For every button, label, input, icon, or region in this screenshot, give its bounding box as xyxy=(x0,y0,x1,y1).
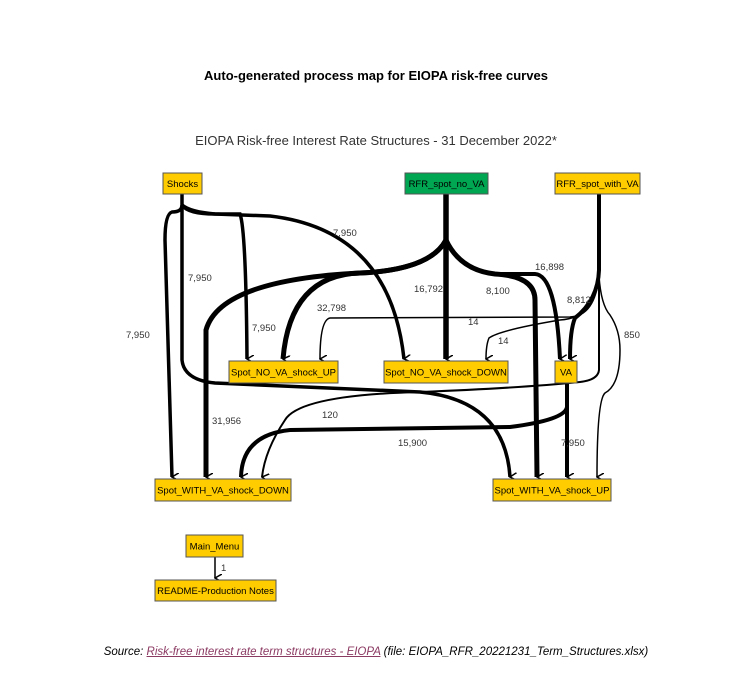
edge-shocks-to-with_va_down xyxy=(163,194,184,477)
edge-label: 16,792 xyxy=(414,284,443,295)
node-no-va-up[interactable]: Spot_NO_VA_shock_UP xyxy=(228,360,339,384)
node-label: Spot_NO_VA_shock_UP xyxy=(231,368,336,379)
edge-label: 14 xyxy=(468,317,479,328)
edge-rfr_with_va-to-with_va_up xyxy=(597,275,621,477)
node-rfr-no-va[interactable]: RFR_spot_no_VA xyxy=(404,172,489,195)
diagram-subtitle: EIOPA Risk-free Interest Rate Structures… xyxy=(195,133,557,148)
edge-label: 7,950 xyxy=(561,438,585,449)
edge-label: 120 xyxy=(322,410,338,421)
node-box xyxy=(383,360,509,384)
edge-label: 31,956 xyxy=(212,416,241,427)
node-box xyxy=(404,172,489,195)
node-readme[interactable]: README-Production Notes xyxy=(154,579,277,602)
edge-rfr_with_va-to-no_va_down xyxy=(486,275,600,359)
node-label: Main_Menu xyxy=(190,542,240,553)
edge-label: 15,900 xyxy=(398,438,427,449)
node-label: Shocks xyxy=(167,179,198,190)
node-no-va-down[interactable]: Spot_NO_VA_shock_DOWN xyxy=(383,360,509,384)
edge-label: 7,950 xyxy=(252,323,276,334)
node-box xyxy=(228,360,339,384)
node-box xyxy=(154,579,277,602)
edge-label: 7,950 xyxy=(126,330,150,341)
node-label: RFR_spot_with_VA xyxy=(556,179,639,190)
edge-label: 1 xyxy=(221,563,226,574)
edge-label: 14 xyxy=(498,336,509,347)
edge-va-to-with_va_down xyxy=(239,383,569,477)
edge-rfr_with_va-to-with_va_down xyxy=(262,276,600,477)
edge-shocks-to-no_va_down xyxy=(180,203,404,359)
edge-rfr_no_va-to-va xyxy=(444,239,560,359)
node-rfr-with-va[interactable]: RFR_spot_with_VA xyxy=(554,172,641,195)
page-title: Auto-generated process map for EIOPA ris… xyxy=(204,68,548,83)
node-label: Spot_WITH_VA_shock_UP xyxy=(495,486,610,497)
node-shocks[interactable]: Shocks xyxy=(162,172,203,195)
edge-label: 8,812 xyxy=(567,295,591,306)
node-box xyxy=(492,478,612,502)
node-main-menu[interactable]: Main_Menu xyxy=(185,534,244,558)
edge-rfr_no_va-to-with_va_down xyxy=(203,238,449,477)
node-label: RFR_spot_no_VA xyxy=(409,179,486,190)
node-with-va-down[interactable]: Spot_WITH_VA_shock_DOWN xyxy=(154,478,292,502)
source-note: Source: Risk-free interest rate term str… xyxy=(0,646,752,658)
edge-label: 16,898 xyxy=(535,262,564,273)
node-label: Spot_WITH_VA_shock_DOWN xyxy=(157,486,289,497)
source-suffix: (file: EIOPA_RFR_20221231_Term_Structure… xyxy=(380,646,649,658)
edge-label: 8,100 xyxy=(486,286,510,297)
edge-label: 32,798 xyxy=(317,303,346,314)
edge-label: 850 xyxy=(624,330,640,341)
source-link[interactable]: Risk-free interest rate term structures … xyxy=(146,646,381,658)
node-box xyxy=(554,360,578,384)
node-with-va-up[interactable]: Spot_WITH_VA_shock_UP xyxy=(492,478,612,502)
node-box xyxy=(185,534,244,558)
edge-rfr_with_va-to-va xyxy=(568,194,601,359)
edge-shocks-to-with_va_up xyxy=(180,205,510,477)
node-label: VA xyxy=(560,368,573,379)
edge-label: 7,950 xyxy=(333,228,357,239)
node-box xyxy=(154,478,292,502)
node-box xyxy=(162,172,203,195)
source-prefix: Source: xyxy=(103,646,147,658)
edge-label: 7,950 xyxy=(188,273,212,284)
edge-rfr_with_va-to-no_va_up xyxy=(320,275,600,359)
node-va[interactable]: VA xyxy=(554,360,578,384)
node-box xyxy=(554,172,641,195)
node-label: Spot_NO_VA_shock_DOWN xyxy=(385,368,507,379)
node-label: README-Production Notes xyxy=(157,586,274,597)
